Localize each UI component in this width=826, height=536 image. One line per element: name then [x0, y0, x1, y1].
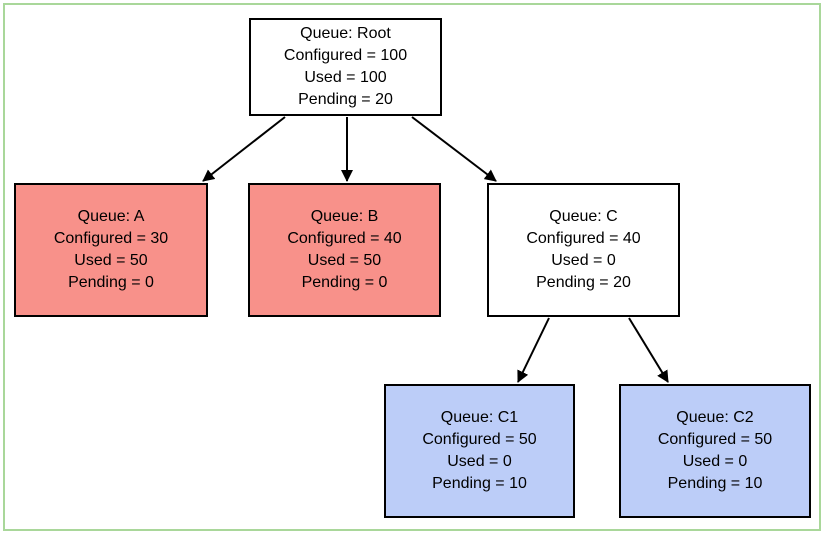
queue-node-c2: Queue: C2 Configured = 50 Used = 0 Pendi…: [619, 384, 811, 518]
queue-node-c: Queue: C Configured = 40 Used = 0 Pendin…: [487, 183, 680, 317]
queue-configured: Configured = 100: [283, 47, 408, 64]
queue-pending: Pending = 0: [68, 274, 154, 291]
queue-name: Queue: C2: [676, 409, 754, 426]
queue-pending: Pending = 10: [432, 475, 527, 492]
queue-pending: Pending = 20: [298, 91, 393, 108]
queue-pending: Pending = 20: [536, 274, 631, 291]
queue-pending: Pending = 0: [301, 274, 388, 291]
diagram-frame: [3, 3, 821, 531]
edge-root-a: [202, 116, 286, 182]
queue-used: Used = 0: [447, 453, 512, 470]
edge-c-c2: [628, 317, 669, 383]
queue-node-root: Queue: Root Configured = 100 Used = 100 …: [249, 18, 442, 116]
edge-c-c1: [517, 317, 550, 383]
queue-name: Queue: A: [77, 208, 145, 225]
queue-configured: Configured = 50: [657, 431, 773, 448]
queue-name: Queue: B: [310, 208, 379, 225]
queue-name: Queue: C: [549, 208, 618, 225]
queue-used: Used = 0: [682, 453, 748, 470]
queue-node-b: Queue: B Configured = 40 Used = 50 Pendi…: [248, 183, 441, 317]
queue-configured: Configured = 40: [287, 230, 402, 247]
queue-configured: Configured = 40: [526, 230, 641, 247]
queue-name: Queue: C1: [440, 409, 519, 426]
queue-configured: Configured = 30: [53, 230, 169, 247]
queue-used: Used = 50: [307, 252, 382, 269]
queue-node-a: Queue: A Configured = 30 Used = 50 Pendi…: [14, 183, 208, 317]
queue-pending: Pending = 10: [667, 475, 763, 492]
queue-configured: Configured = 50: [422, 431, 537, 448]
queue-node-c1: Queue: C1 Configured = 50 Used = 0 Pendi…: [384, 384, 575, 518]
queue-name: Queue: Root: [300, 25, 391, 42]
queue-used: Used = 0: [551, 252, 616, 269]
queue-used: Used = 50: [74, 252, 148, 269]
queue-used: Used = 100: [304, 69, 387, 86]
edge-root-c: [411, 116, 497, 182]
